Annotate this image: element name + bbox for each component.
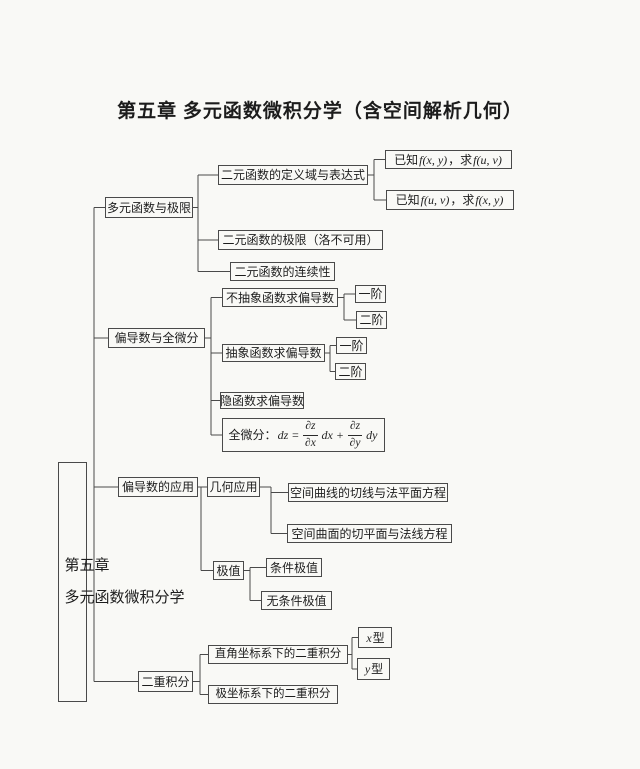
leaf-math: x: [366, 630, 372, 645]
formula-fraction: ∂z ∂x: [303, 420, 318, 449]
leaf-text: 已知: [394, 152, 419, 167]
leaf-first-order: 一阶: [336, 337, 367, 354]
leaf-conditional-extrema: 条件极值: [266, 558, 322, 577]
formula-fraction: ∂z ∂y: [347, 420, 363, 449]
fraction-numerator: ∂z: [347, 420, 363, 436]
leaf-math: f(u, v): [473, 152, 502, 167]
leaf-math: f(x, y): [475, 193, 504, 207]
node-geometric-applications: 几何应用: [207, 477, 260, 497]
branch-applications-of-partial-derivatives: 偏导数的应用: [118, 477, 198, 497]
leaf-text: 已知: [395, 193, 420, 207]
root-node-line1: 第五章: [64, 557, 110, 574]
fraction-numerator: ∂z: [303, 420, 318, 436]
leaf-text: ，求: [448, 152, 473, 167]
node-total-differential-formula: 全微分： dz = ∂z ∂x dx + ∂z ∂y dy: [222, 418, 385, 452]
leaf-second-order: 二阶: [335, 363, 366, 380]
leaf-first-order: 一阶: [355, 285, 386, 303]
node-nonabstract-partial-derivatives: 不抽象函数求偏导数: [222, 288, 338, 307]
leaf-math: f(u, v): [420, 193, 450, 207]
node-binary-function-domain-expression: 二元函数的定义域与表达式: [218, 165, 368, 185]
node-implicit-partial-derivatives: 隐函数求偏导数: [220, 392, 305, 409]
formula-eq: dz =: [277, 428, 300, 442]
branch-double-integral: 二重积分: [138, 671, 193, 692]
node-double-integral-polar: 极坐标系下的二重积分: [208, 685, 338, 704]
node-binary-function-limit: 二元函数的极限（洛不可用）: [218, 230, 383, 250]
fraction-denominator: ∂x: [305, 436, 316, 449]
leaf-text: ，求: [450, 193, 475, 207]
page-title: 第五章 多元函数微积分学（含空间解析几何）: [117, 101, 523, 122]
node-extrema: 极值: [213, 561, 244, 580]
node-abstract-partial-derivatives: 抽象函数求偏导数: [222, 344, 325, 362]
node-binary-function-continuity: 二元函数的连续性: [230, 262, 335, 281]
fraction-denominator: ∂y: [349, 436, 361, 449]
root-node-line2: 多元函数微积分学: [64, 589, 185, 606]
leaf-unconditional-extrema: 无条件极值: [261, 591, 332, 610]
leaf-text: 型: [372, 630, 385, 645]
branch-multivariable-functions-and-limits: 多元函数与极限: [105, 197, 193, 218]
formula-label: 全微分：: [228, 428, 277, 442]
formula-mid: dx +: [321, 428, 344, 442]
leaf-math: y: [364, 662, 371, 676]
leaf-space-curve-tangent-normal-plane: 空间曲线的切线与法平面方程: [288, 483, 448, 502]
formula-tail: dy: [366, 428, 378, 442]
node-double-integral-rectangular: 直角坐标系下的二重积分: [208, 645, 348, 664]
leaf-math: f(x, y): [419, 152, 448, 167]
branch-partial-derivatives-total-differential: 偏导数与全微分: [108, 328, 205, 348]
leaf-second-order: 二阶: [356, 311, 387, 329]
root-node-chapter: 第五章 多元函数微积分学: [58, 462, 185, 702]
leaf-text: 型: [371, 662, 384, 676]
leaf-space-surface-tangent-plane-normal-line: 空间曲面的切平面与法线方程: [287, 524, 452, 543]
